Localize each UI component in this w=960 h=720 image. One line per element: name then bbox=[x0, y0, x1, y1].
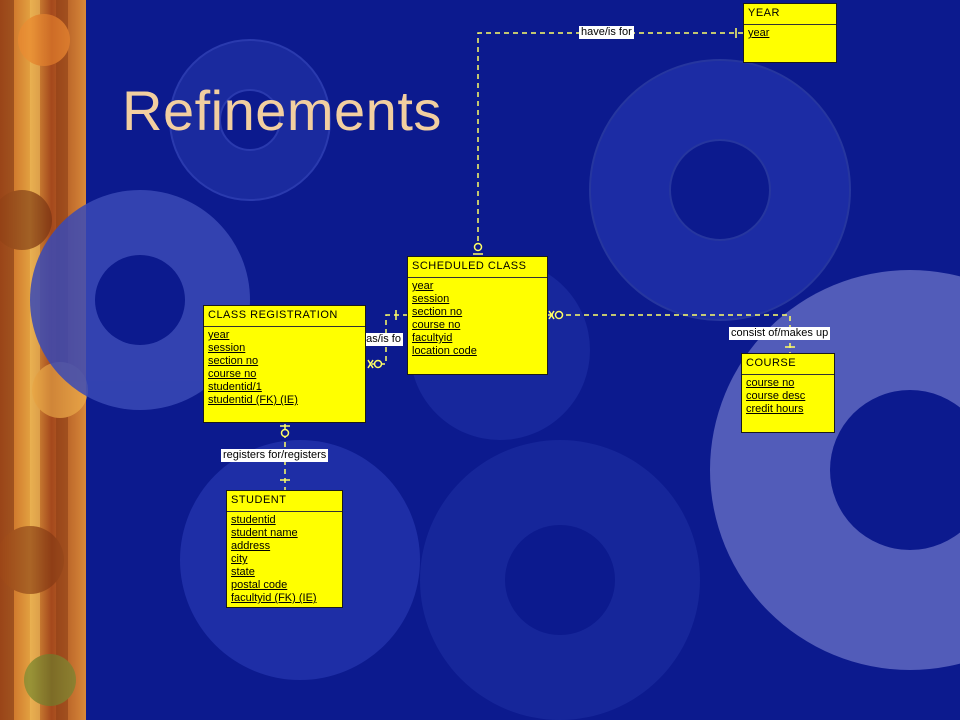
attribute-item: facultyid bbox=[412, 332, 453, 344]
entity-divider bbox=[742, 374, 834, 375]
attribute-item: studentid bbox=[231, 514, 276, 526]
attribute-list: year session section no course no studen… bbox=[208, 329, 298, 407]
entity-scheduled-class[interactable]: SCHEDULED CLASS year session section no … bbox=[407, 256, 548, 375]
entity-year[interactable]: YEAR year bbox=[743, 3, 837, 63]
attribute-list: year session section no course no facult… bbox=[412, 280, 477, 358]
attribute-item: credit hours bbox=[746, 403, 804, 415]
attribute-item: address bbox=[231, 540, 271, 552]
attribute-item: year bbox=[748, 27, 770, 39]
attribute-item: studentid (FK) (IE) bbox=[208, 394, 298, 406]
entity-name: YEAR bbox=[748, 7, 780, 19]
attribute-item: postal code bbox=[231, 579, 288, 591]
attribute-item: location code bbox=[412, 345, 477, 357]
attribute-item: city bbox=[231, 553, 248, 565]
entity-course[interactable]: COURSE course no course desc credit hour… bbox=[741, 353, 835, 433]
entity-name: CLASS REGISTRATION bbox=[208, 309, 338, 321]
entity-name: COURSE bbox=[746, 357, 797, 369]
attribute-item: facultyid (FK) (IE) bbox=[231, 592, 317, 604]
entity-divider bbox=[227, 511, 342, 512]
connector-year-scheduled bbox=[477, 32, 743, 245]
entity-divider bbox=[204, 326, 365, 327]
relationship-label-scheduled-registration: has/is fo bbox=[358, 333, 403, 346]
attribute-item: state bbox=[231, 566, 255, 578]
relationship-label-year-scheduled: have/is for bbox=[579, 26, 634, 39]
gear-icon bbox=[30, 190, 250, 410]
attribute-item: course no bbox=[412, 319, 461, 331]
attribute-item: year bbox=[412, 280, 434, 292]
attribute-item: session bbox=[208, 342, 246, 354]
attribute-list: course no course desc credit hours bbox=[746, 377, 805, 416]
attribute-list: year bbox=[748, 27, 769, 40]
gear-icon bbox=[420, 440, 700, 720]
entity-class-registration[interactable]: CLASS REGISTRATION year session section … bbox=[203, 305, 366, 423]
relationship-label-student-registration: registers for/registers bbox=[221, 449, 329, 462]
attribute-item: section no bbox=[208, 355, 259, 367]
attribute-item: course desc bbox=[746, 390, 806, 402]
entity-divider bbox=[744, 24, 836, 25]
attribute-item: section no bbox=[412, 306, 463, 318]
attribute-list: studentid student name address city stat… bbox=[231, 514, 317, 605]
attribute-item: studentid/1 bbox=[208, 381, 262, 393]
attribute-item: year bbox=[208, 329, 230, 341]
entity-divider bbox=[408, 277, 547, 278]
entity-name: SCHEDULED CLASS bbox=[412, 260, 527, 272]
entity-student[interactable]: STUDENT studentid student name address c… bbox=[226, 490, 343, 608]
entity-name: STUDENT bbox=[231, 494, 287, 506]
attribute-item: student name bbox=[231, 527, 298, 539]
gear-icon bbox=[169, 39, 331, 201]
attribute-item: course no bbox=[208, 368, 257, 380]
relationship-label-course-scheduled: consist of/makes up bbox=[729, 327, 831, 340]
attribute-item: session bbox=[412, 293, 450, 305]
gear-icon bbox=[589, 59, 851, 321]
slide-title: Refinements bbox=[122, 79, 442, 142]
attribute-item: course no bbox=[746, 377, 795, 389]
